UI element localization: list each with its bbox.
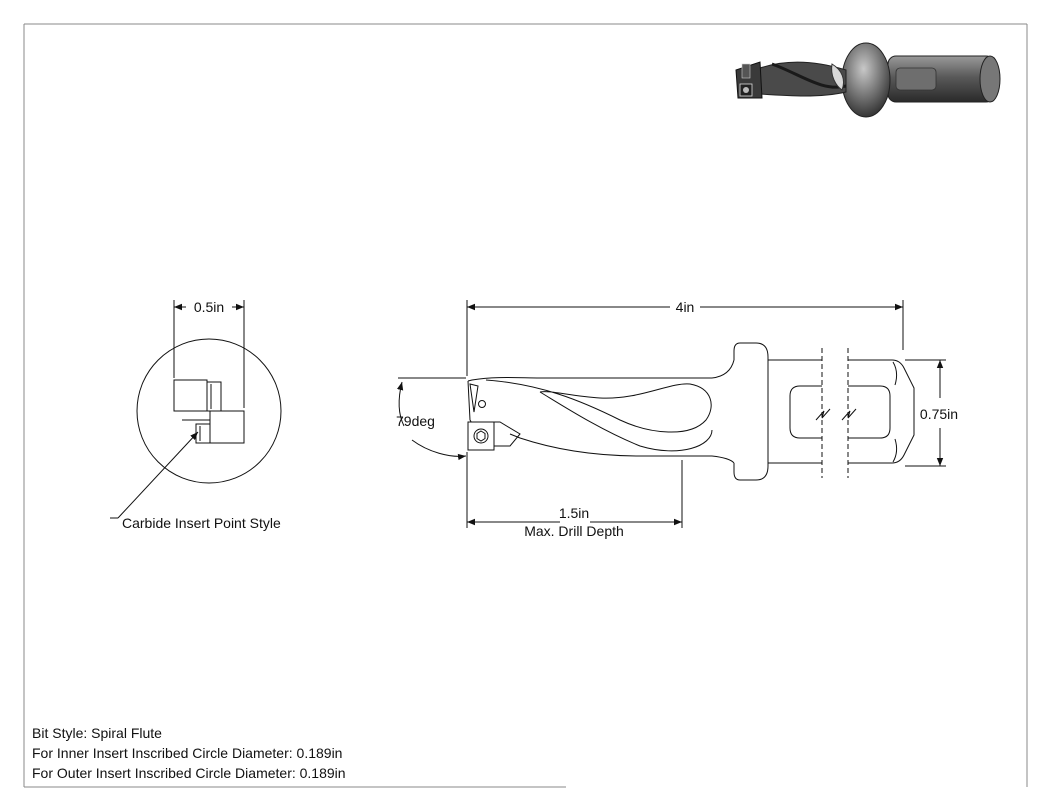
drill-depth-dimension bbox=[466, 452, 683, 528]
overall-length-label: 4in bbox=[676, 299, 695, 315]
drill-depth-caption: Max. Drill Depth bbox=[524, 523, 624, 539]
end-view bbox=[136, 338, 282, 484]
outer-insert-note: For Outer Insert Inscribed Circle Diamet… bbox=[32, 765, 346, 781]
sheet-border bbox=[23, 23, 1028, 788]
drill-depth-label: 1.5in bbox=[559, 505, 589, 521]
bit-style-note: Bit Style: Spiral Flute bbox=[32, 725, 162, 741]
overall-length-dimension bbox=[466, 300, 904, 376]
shank-diameter-dimension bbox=[905, 359, 946, 467]
point-angle-label: 79deg bbox=[396, 413, 435, 429]
spec-notes: Bit Style: Spiral Flute For Inner Insert… bbox=[32, 723, 346, 783]
drill-side-view bbox=[467, 342, 915, 481]
end-view-width-label: 0.5in bbox=[194, 299, 224, 315]
inner-insert-note: For Inner Insert Inscribed Circle Diamet… bbox=[32, 745, 343, 761]
drill-isometric-render bbox=[735, 42, 1001, 118]
insert-callout-leader bbox=[110, 431, 199, 519]
point-angle-dimension bbox=[396, 377, 467, 461]
end-view-width-dimension bbox=[173, 300, 245, 408]
insert-callout-label: Carbide Insert Point Style bbox=[122, 515, 281, 531]
shank-diameter-label: 0.75in bbox=[920, 406, 958, 422]
